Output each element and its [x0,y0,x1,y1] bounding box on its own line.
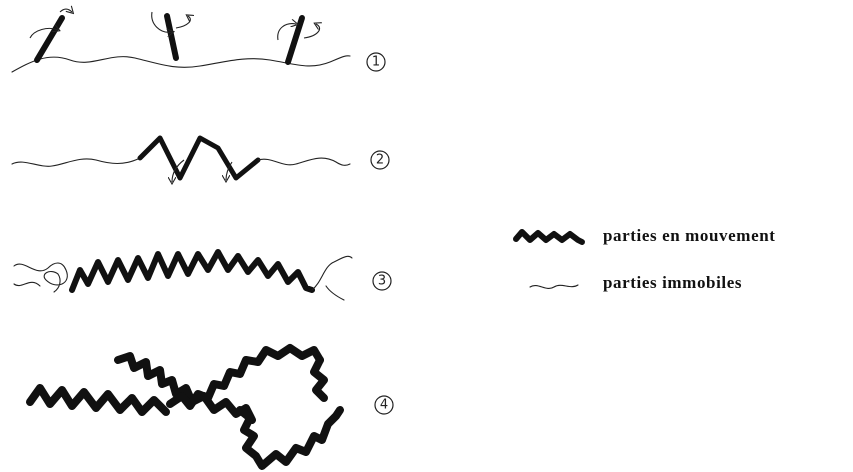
immobile-chain [13,281,41,287]
moving-segment [137,135,261,181]
rotation-arrow [59,9,72,12]
legend-immobile-swatch [529,284,579,289]
rotation-arrow [226,161,233,180]
immobile-chain [11,55,351,73]
diagram-2 [11,135,351,182]
legend-moving-label: parties en mouvement [603,226,776,245]
moving-chain [26,384,170,416]
immobile-chain [311,255,353,301]
diagram-4 [26,344,344,470]
rotation-arrow [277,24,296,41]
legend: parties en mouvement parties immobiles [513,226,776,292]
rotation-arrow [303,24,320,39]
rotation-arrow [172,159,185,182]
diagram-number-circle [370,150,390,170]
moving-chain [310,356,328,402]
rotation-arrow [175,16,190,29]
moving-side-group [34,15,65,63]
diagram-number-3: 3 [378,274,386,289]
moving-side-group [285,15,305,65]
moving-chain [114,352,256,424]
moving-segment [69,249,315,293]
rotation-arrow [29,28,58,39]
immobile-chain [13,262,68,293]
diagram-number-circle [366,52,386,72]
diagram-number-circle [372,271,392,291]
legend-immobile-label: parties immobiles [603,273,742,292]
rotation-arrow [151,11,172,32]
immobile-chain [11,157,141,167]
legend-moving-swatch [513,229,585,245]
diagram-number-4: 4 [380,398,388,413]
immobile-chain [257,157,351,166]
moving-chain [236,406,344,470]
diagram-1 [11,9,351,73]
diagram-number-circle [374,395,394,415]
diagram-number-1: 1 [372,55,380,70]
diagram-3 [13,249,353,301]
moving-side-group [164,13,179,61]
diagram-number-2: 2 [376,153,384,168]
moving-chain [166,344,324,410]
